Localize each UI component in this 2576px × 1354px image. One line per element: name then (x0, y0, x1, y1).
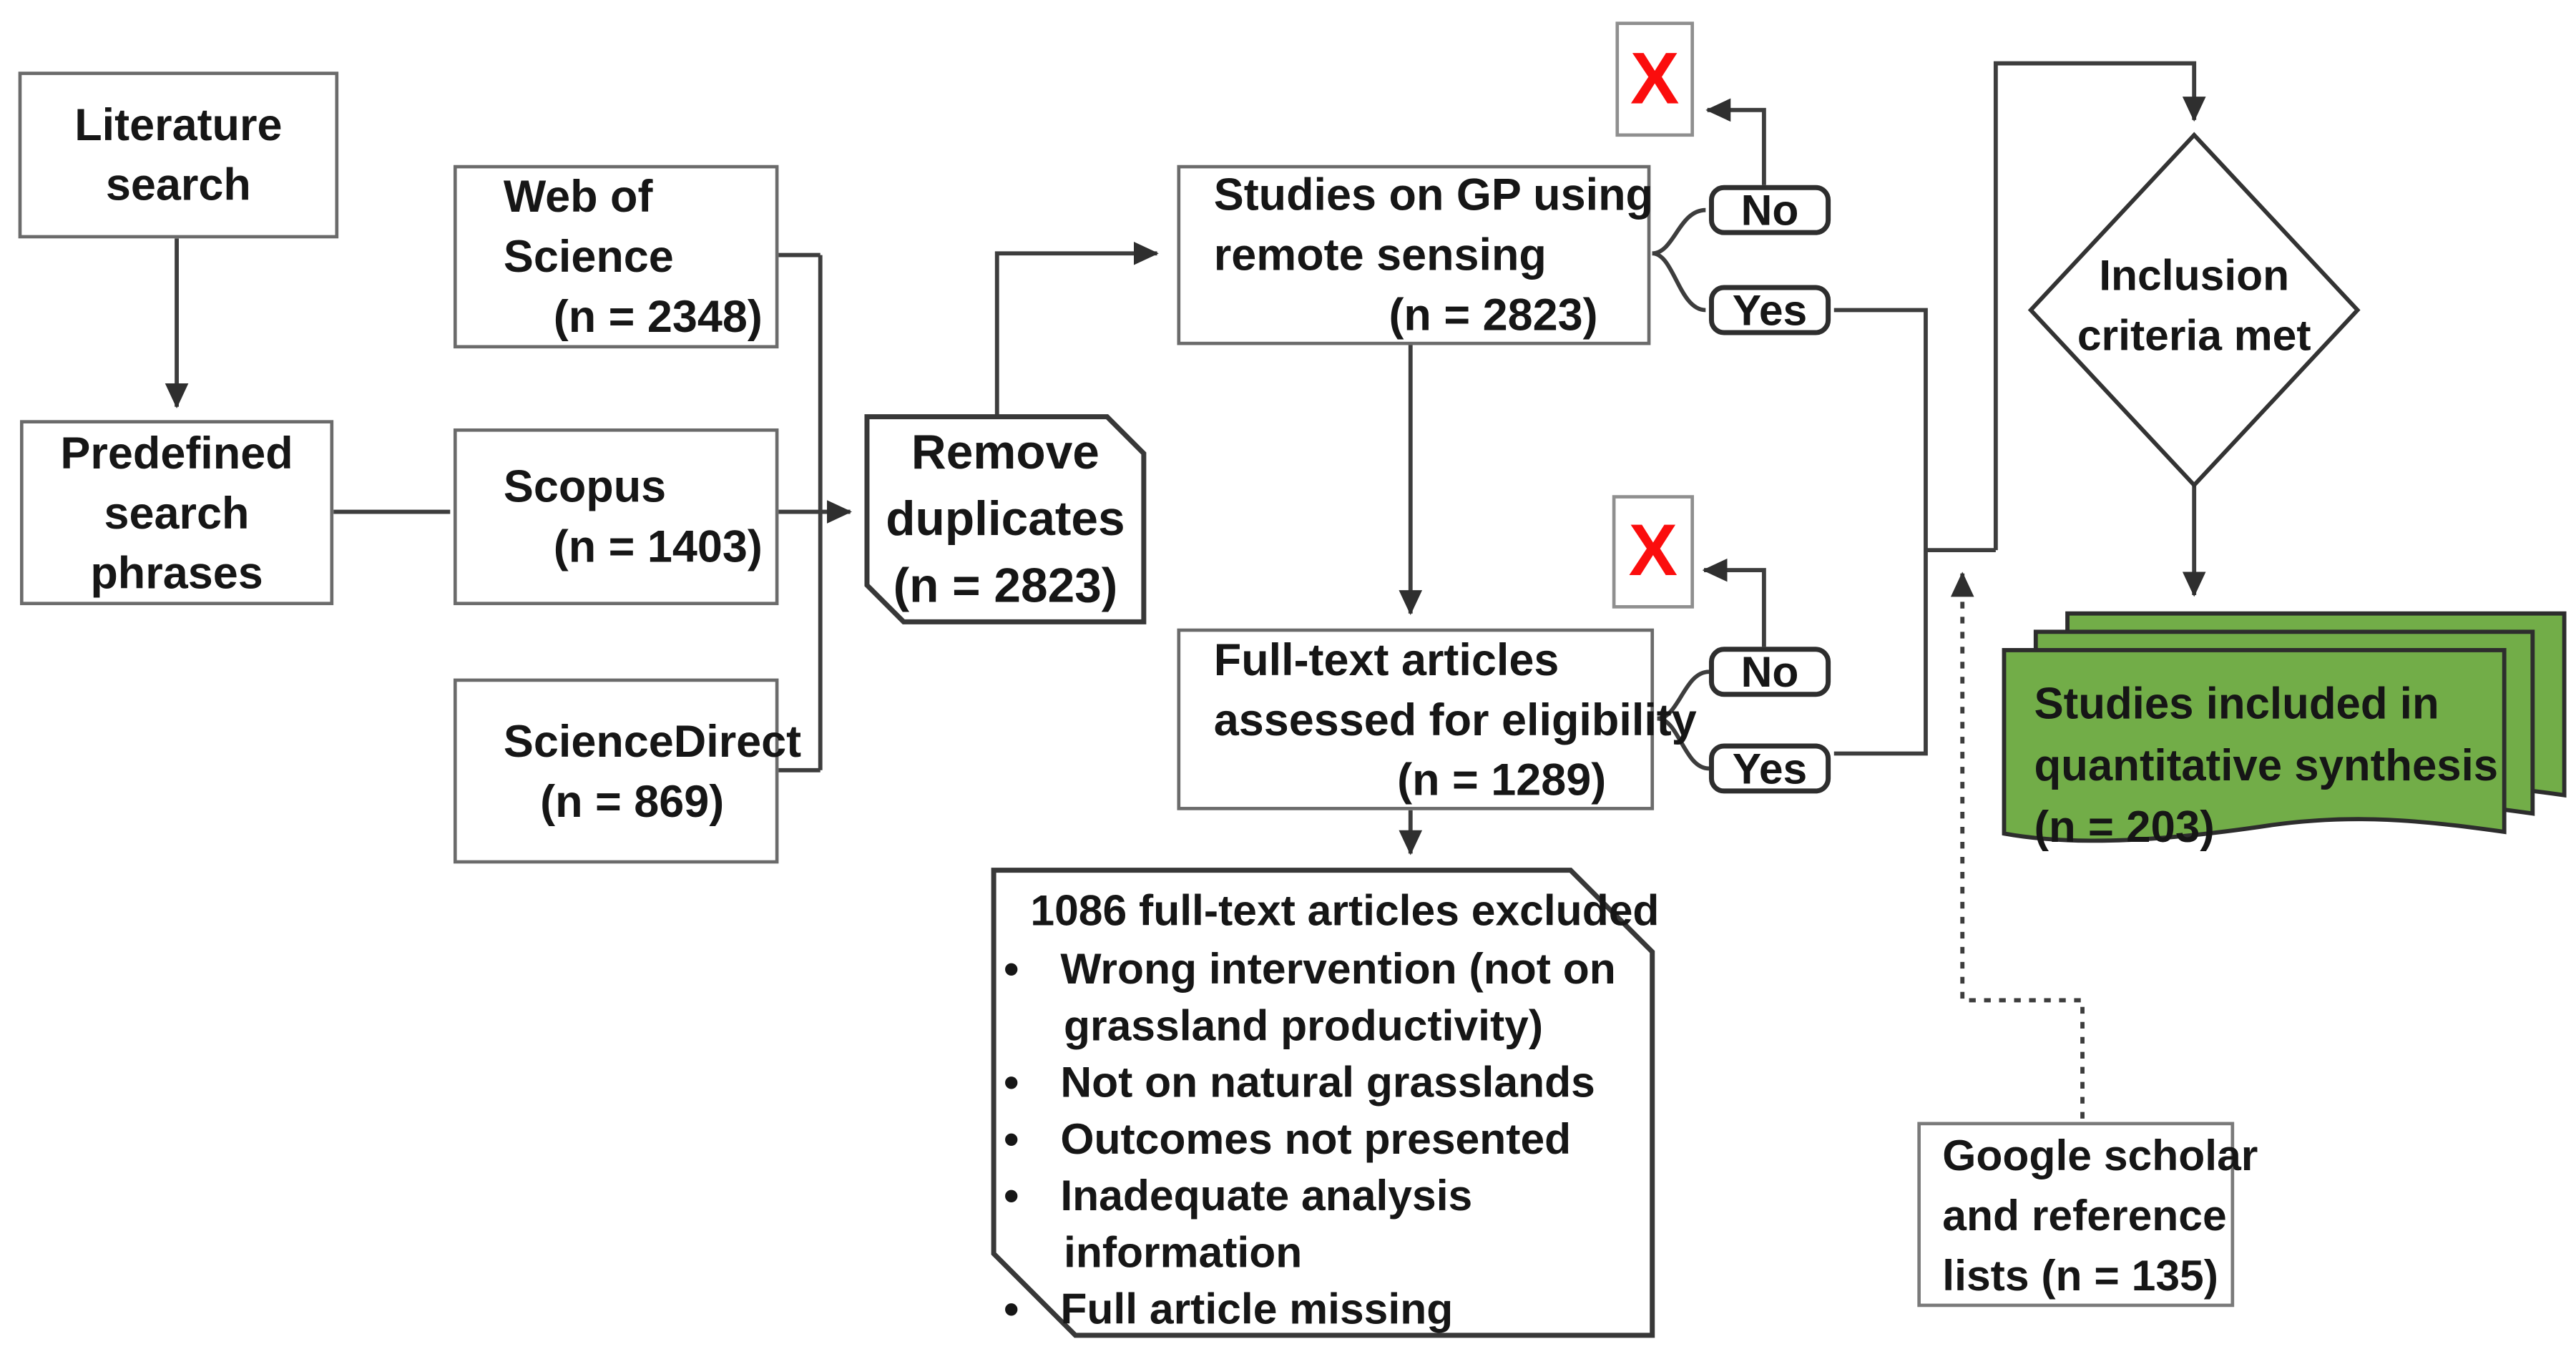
branch-curve-fulltext-yes (1657, 716, 1710, 771)
arrow-no1-to-reject (1705, 98, 1766, 185)
decision-line2: criteria met (2077, 310, 2311, 360)
studies-gp-count: (n = 2823) (1389, 290, 1598, 340)
branch-no-1-label: No (1740, 185, 1799, 235)
excluded-item-text: Inadequate analysis (1060, 1170, 1473, 1221)
decision-diamond-shape (2027, 132, 2361, 489)
included-line1: Studies included in (2034, 678, 2439, 729)
studies-gp-box: Studies on GP using remote sensing (n = … (1177, 165, 1653, 345)
excluded-item: • Not on natural grasslands (994, 1054, 1654, 1110)
sciencedirect-box: ScienceDirect (n = 869) (453, 678, 802, 864)
bullet-icon: • (1004, 1170, 1019, 1221)
wos-line2: Science (503, 231, 674, 282)
wos-count: (n = 2348) (553, 291, 763, 342)
branch-no-1: No (1708, 185, 1831, 235)
included-count: (n = 203) (2034, 802, 2215, 852)
reject-x-icon: X (1630, 37, 1680, 119)
scopus-count: (n = 1403) (553, 521, 763, 572)
included-line2: quantitative synthesis (2034, 740, 2499, 790)
fulltext-count: (n = 1289) (1397, 754, 1607, 805)
excluded-item-text: Wrong intervention (not on (1060, 943, 1616, 994)
fulltext-line2: assessed for eligibility (1213, 694, 1697, 745)
reject-x-box-2: X (1612, 495, 1694, 609)
branch-no-2: No (1708, 647, 1831, 697)
arrow-loop-to-decision (1993, 61, 2206, 551)
included-box: Studies included in quantitative synthes… (2034, 674, 2501, 859)
scopus-line1: Scopus (503, 461, 667, 512)
reject-x-icon-2: X (1628, 510, 1678, 592)
included-card-front (2002, 648, 2507, 843)
arrow-remove-duplicates-to-studies (994, 241, 1159, 417)
excluded-title: 1086 full-text articles excluded (1030, 885, 1660, 936)
bullet-icon: • (1004, 1056, 1019, 1107)
sciencedirect-line1: ScienceDirect (503, 717, 802, 767)
dashed-google-feedback-line (1950, 571, 2085, 1119)
excluded-item: • Inadequate analysis (994, 1167, 1654, 1223)
excluded-item-cont: information (994, 1224, 1654, 1280)
excluded-item: • Wrong intervention (not on (994, 941, 1654, 997)
branch-curve-studies-no (1652, 207, 1706, 256)
included-stack (2002, 611, 2567, 843)
branch-yes-1-label: Yes (1732, 285, 1808, 335)
branch-yes-1: Yes (1708, 285, 1831, 335)
excluded-item-text: grassland productivity) (1063, 1000, 1544, 1051)
literature-search-box: Literature search (18, 72, 339, 239)
excluded-item-text: information (1063, 1227, 1303, 1277)
studies-gp-line2: remote sensing (1213, 230, 1547, 280)
studies-gp-line1: Studies on GP using (1213, 170, 1653, 220)
excluded-item-text: Not on natural grasslands (1060, 1056, 1595, 1107)
branch-curve-fulltext-no (1657, 669, 1710, 721)
literature-search-line2: search (105, 160, 251, 210)
branch-yes-2: Yes (1708, 743, 1831, 794)
wos-line1: Web of (503, 172, 653, 222)
literature-search-line1: Literature (74, 99, 283, 150)
remove-duplicates-box: Remove duplicates (n = 2823) (867, 420, 1144, 620)
remove-duplicates-line1: Remove (911, 426, 1100, 481)
scopus-box: Scopus (n = 1403) (453, 428, 779, 606)
google-line1: Google scholar (1942, 1129, 2258, 1179)
bullet-icon: • (1004, 1113, 1019, 1164)
web-of-science-box: Web of Science (n = 2348) (453, 165, 779, 349)
predefined-search-box: Predefined search phrases (19, 420, 334, 606)
predefined-line3: phrases (90, 547, 263, 598)
predefined-line2: search (104, 487, 250, 538)
fulltext-box: Full-text articles assessed for eligibil… (1177, 628, 1697, 810)
remove-duplicates-count: (n = 2823) (893, 560, 1118, 614)
line-yes-trunk (1833, 308, 1928, 756)
excluded-box: 1086 full-text articles excluded • Wrong… (994, 880, 1660, 1337)
arrow-no2-to-reject (1702, 558, 1766, 647)
google-line2: and reference (1942, 1189, 2227, 1240)
remove-duplicates-shape (864, 414, 1147, 624)
decision-line1: Inclusion (2099, 250, 2290, 300)
remove-duplicates-line2: duplicates (886, 493, 1125, 547)
branch-yes-2-label: Yes (1732, 743, 1808, 794)
google-line3: lists (n = 135) (1942, 1249, 2218, 1300)
bullet-icon: • (1004, 943, 1019, 994)
fulltext-line1: Full-text articles (1213, 634, 1559, 685)
predefined-line1: Predefined (60, 427, 293, 478)
decision-diamond: Inclusion criteria met (2031, 245, 2358, 366)
reject-x-box-1: X (1615, 21, 1694, 137)
excluded-item-cont: grassland productivity) (994, 997, 1654, 1054)
excluded-shape (991, 868, 1655, 1338)
sciencedirect-count: (n = 869) (540, 777, 725, 828)
branch-no-2-label: No (1740, 647, 1799, 697)
excluded-item-text: Full article missing (1060, 1283, 1454, 1334)
excluded-item-text: Outcomes not presented (1060, 1113, 1572, 1164)
bullet-icon: • (1004, 1283, 1019, 1334)
excluded-item: • Outcomes not presented (994, 1110, 1654, 1167)
excluded-item: • Full article missing (994, 1280, 1654, 1337)
google-scholar-box: Google scholar and reference lists (n = … (1917, 1122, 2258, 1308)
branch-curve-studies-yes (1652, 251, 1706, 313)
